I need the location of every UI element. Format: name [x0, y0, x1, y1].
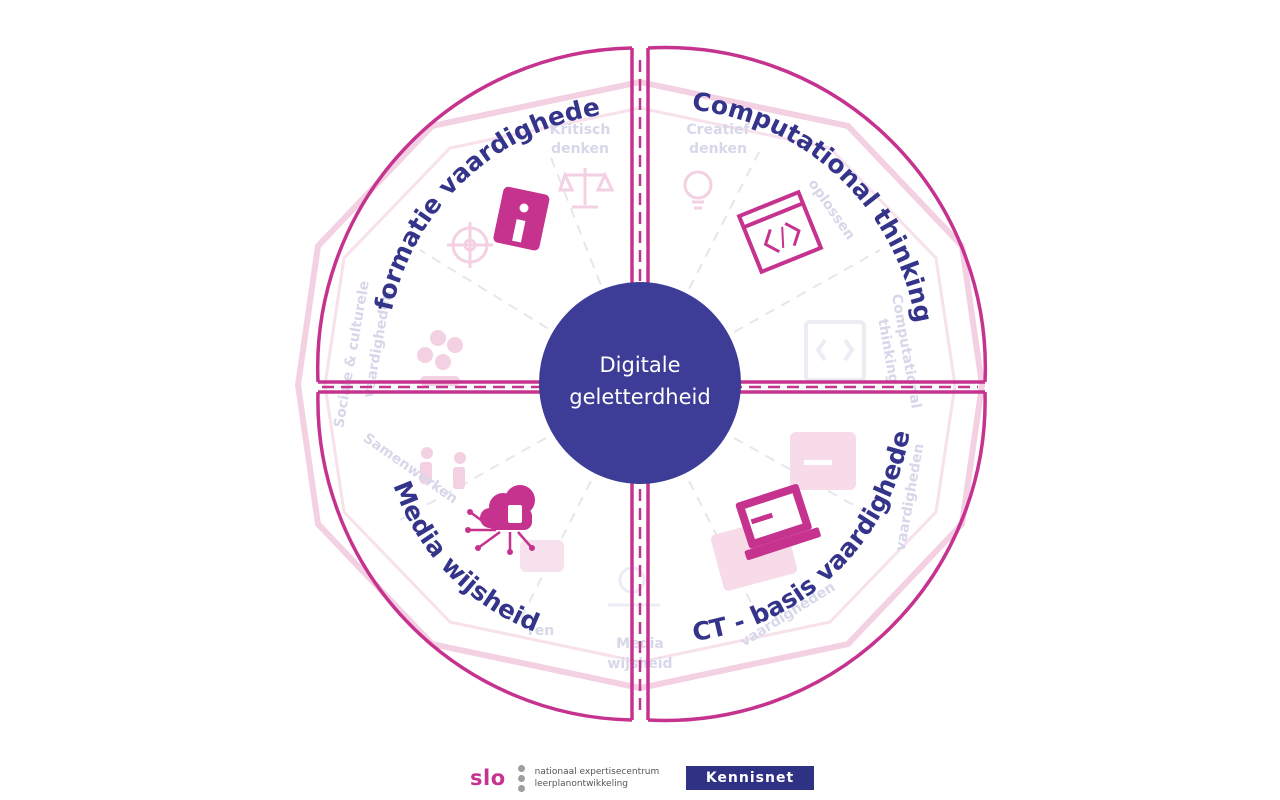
tablet-icon	[790, 432, 856, 490]
code-window-icon	[736, 189, 824, 275]
digital-literacy-wheel: Kritisch denken Creatief denken oplossen…	[0, 0, 988, 723]
helm-icon	[447, 222, 493, 268]
faint-label-creatief: Creatief	[686, 122, 750, 138]
faint-label-ren: ren	[528, 623, 554, 639]
info-icon	[493, 186, 550, 251]
arc-top-right	[647, 45, 988, 383]
cloud-faint-icon	[608, 566, 660, 607]
scales-icon	[557, 168, 615, 209]
center-circle: Digitale geletterdheid	[539, 282, 741, 484]
arc-top-left	[315, 46, 633, 383]
screen-icon	[804, 320, 866, 382]
slo-tagline-line2: leerplanontwikkeling	[534, 779, 628, 789]
quadrant-title-informatie: Informatie vaardigheden	[0, 0, 602, 313]
faint-label-denken-2: denken	[689, 141, 747, 157]
faint-label-kritisch: Kritisch	[550, 122, 611, 138]
laptop-icon	[735, 483, 821, 561]
arc-bottom-right	[647, 391, 987, 723]
slo-tagline: nationaal expertisecentrum leerplanontwi…	[535, 766, 660, 790]
slo-dots-icon	[517, 764, 525, 792]
cloud-network-icon	[465, 485, 535, 555]
arc-bottom-left	[316, 391, 633, 722]
dashed-dividers	[322, 60, 978, 710]
center-title-line2: geletterdheid	[569, 385, 710, 409]
faint-label-denken-1: denken	[551, 141, 609, 157]
walkers-icon	[420, 447, 466, 489]
chat-icon	[520, 540, 564, 572]
kennisnet-logo: Kennisnet	[686, 766, 814, 790]
center-title-line1: Digitale	[599, 353, 680, 377]
slo-wordmark: slo	[470, 766, 506, 790]
slo-tagline-line1: nationaal expertisecentrum	[534, 767, 660, 777]
bulb-icon	[683, 170, 713, 210]
slo-logo: slo nationaal expertisecentrum leerplano…	[470, 758, 659, 798]
people-group-icon	[417, 330, 463, 386]
